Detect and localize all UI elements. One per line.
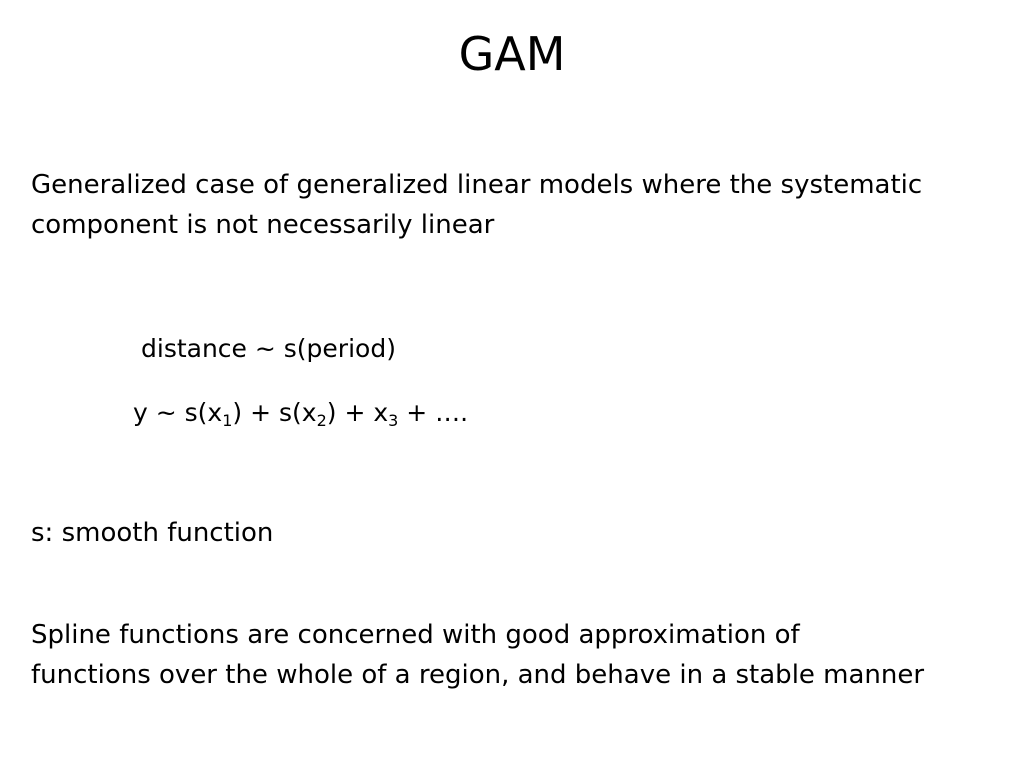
intro-line-2: component is not necessarily linear: [31, 210, 495, 240]
spline-paragraph: Spline functions are concerned with good…: [31, 615, 991, 695]
smooth-function-note: s: smooth function: [31, 513, 991, 553]
formula-part-4: + ….: [398, 398, 469, 427]
formula-part-3: ) + x: [326, 398, 389, 427]
slide-title: GAM: [458, 27, 566, 81]
smooth-note-line: s: smooth function: [31, 518, 274, 548]
intro-paragraph: Generalized case of generalized linear m…: [31, 165, 991, 245]
intro-line-1: Generalized case of generalized linear m…: [31, 170, 923, 200]
formula-part-2: ) + s(x: [232, 398, 317, 427]
formula-part-1: y ~ s(x: [133, 398, 223, 427]
formula-sub-1: 1: [222, 411, 233, 430]
spline-line-1: Spline functions are concerned with good…: [31, 620, 800, 650]
formula-general: y ~ s(x1) + s(x2) + x3 + ….: [133, 395, 468, 431]
formula-distance: distance ~ s(period): [141, 334, 396, 363]
spline-line-2: functions over the whole of a region, an…: [31, 660, 925, 690]
formula-sub-3: 3: [388, 411, 399, 430]
formula-sub-2: 2: [316, 411, 327, 430]
